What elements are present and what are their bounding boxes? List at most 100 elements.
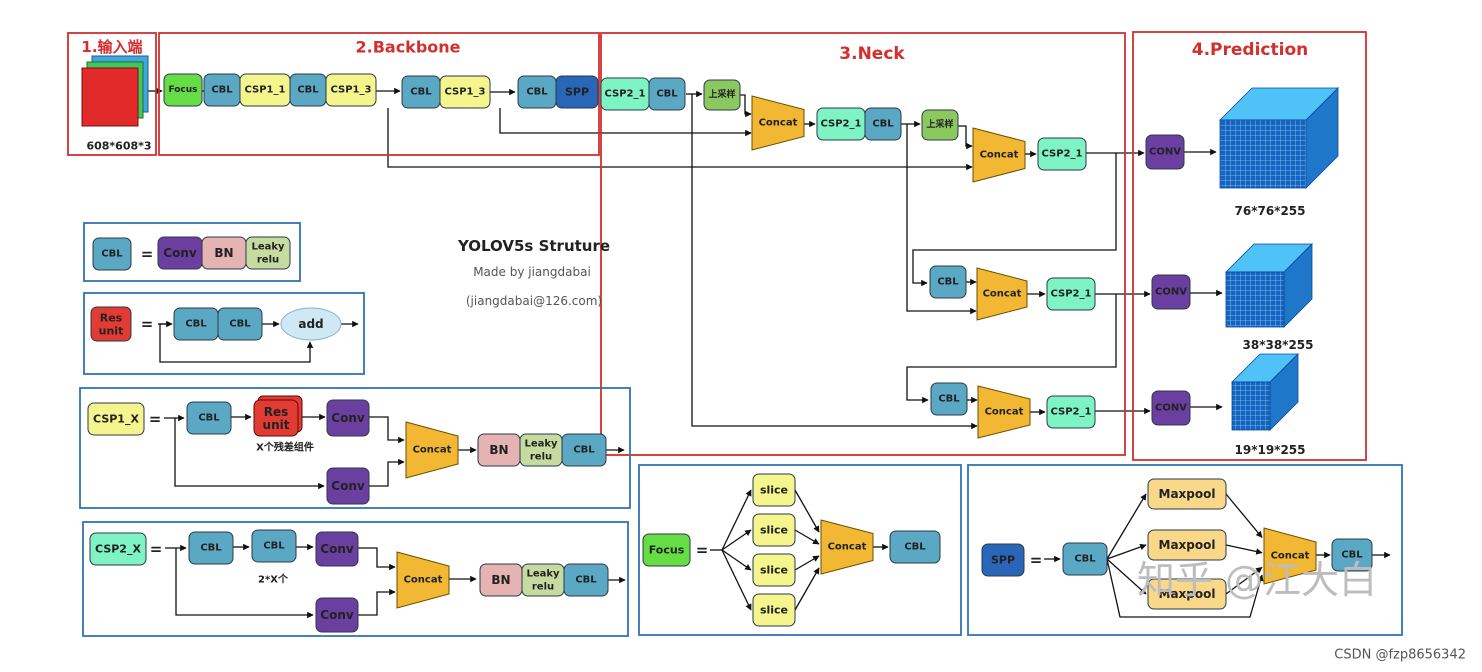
neck-csp2-1c (1037, 137, 1087, 171)
backbone-csp1-3b (439, 75, 491, 109)
output-76-label: 76*76*255 (1235, 204, 1306, 218)
legend-csp2-conv-1-label: Conv (320, 542, 354, 556)
connection-line (369, 458, 405, 487)
neck-concat-1 (751, 95, 805, 151)
backbone-csp1-3b-label: CSP1_3 (445, 87, 486, 98)
legend-csp1-conv-2-label: Conv (331, 479, 365, 493)
neck-csp2-1c-label: CSP2_1 (1042, 149, 1083, 160)
connection-line (1106, 543, 1147, 560)
legend-spp-equals: = (1030, 551, 1043, 569)
focus-legend-frame (638, 464, 962, 636)
legend-csp1-cbl-out (561, 433, 607, 467)
prediction-section-frame (1132, 31, 1367, 461)
legend-csp2-x (89, 532, 147, 566)
connection-line (721, 489, 752, 551)
legend-res-unit-label-top: Res (100, 312, 123, 325)
neck-concat-4-label: Concat (985, 407, 1024, 418)
legend-spp (981, 543, 1025, 577)
legend-spp-concat-label: Concat (1271, 551, 1310, 562)
legend-add-label: add (298, 317, 323, 331)
connection-line (387, 108, 973, 171)
connection-line (906, 294, 1117, 404)
csp1-legend-frame (79, 387, 631, 509)
legend-add-node (280, 307, 342, 341)
prediction-conv-2 (1151, 274, 1191, 310)
connection-line (1106, 558, 1147, 595)
neck-csp2-1e-label: CSP2_1 (1051, 407, 1092, 418)
input-section-title: 1.输入端 (81, 38, 142, 56)
legend-spp-maxpool-2-label: Maxpool (1159, 538, 1216, 552)
backbone-section-frame (158, 32, 600, 156)
neck-concat-3-label: Concat (983, 289, 1022, 300)
neck-concat-1-label: Concat (759, 118, 798, 129)
legend-spp-cbl-label: CBL (1074, 554, 1096, 565)
legend-spp-cbl-out (1331, 538, 1373, 572)
connection-line (1225, 493, 1263, 538)
legend-res-unit-label-bottom: unit (99, 325, 124, 338)
backbone-csp1-3a (325, 73, 377, 107)
connection-line (1225, 544, 1263, 555)
legend-focus-slice-3-label: slice (760, 564, 788, 577)
connection-line (794, 489, 820, 533)
legend-focus-slice-4 (752, 593, 796, 627)
connection-line (906, 124, 977, 315)
legend-spp-cbl (1062, 542, 1108, 576)
legend-csp2-x-label: CSP2_X (95, 543, 141, 556)
legend-cbl-leaky-relu-label-top: Leaky (251, 242, 285, 253)
legend-csp2-concat (396, 551, 450, 609)
neck-concat-4 (977, 385, 1031, 439)
connection-line (740, 94, 752, 118)
connection-line (499, 108, 752, 137)
backbone-csp1-1-label: CSP1_1 (245, 85, 286, 96)
upsample-block-2-label: 上采样 (926, 118, 953, 130)
legend-spp-maxpool-3-label: Maxpool (1159, 587, 1216, 601)
input-section-frame (67, 32, 157, 156)
neck-cbl-2 (864, 107, 902, 141)
focus-block-label: Focus (168, 85, 197, 95)
connection-line (794, 567, 820, 611)
legend-cbl-conv-label: Conv (163, 246, 197, 260)
neck-concat-3 (976, 267, 1028, 321)
output-tensor-38-front (1225, 271, 1285, 328)
legend-spp-maxpool-1-label: Maxpool (1159, 487, 1216, 501)
connection-line (721, 549, 752, 611)
legend-cbl-label: CBL (101, 249, 123, 260)
diagram-title: YOLOV5s Struture (457, 237, 610, 255)
neck-csp2-1b-label: CSP2_1 (821, 119, 862, 130)
connection-line (174, 418, 325, 490)
legend-csp1-cbl (186, 401, 232, 435)
section-frames (67, 31, 1403, 637)
legend-csp1-x-label: CSP1_X (93, 413, 139, 426)
legend-csp2-cbl-out (563, 563, 609, 597)
legend-spp-concat (1263, 527, 1317, 585)
residual-note: X个残差组件 (256, 441, 314, 454)
legend-res-cbl-2-label: CBL (229, 319, 251, 330)
legend-focus-slice-2 (752, 513, 796, 547)
neck-concat-2 (972, 127, 1026, 183)
connection-line (794, 529, 820, 545)
input-image-layer-red (81, 67, 139, 127)
connection-line (1106, 558, 1264, 618)
legend-csp2-cbl-2 (251, 529, 297, 563)
connection-line (1225, 566, 1263, 595)
legend-csp2-bn-label: BN (491, 573, 510, 587)
legend-csp2-conv-2 (315, 597, 359, 633)
author-credit: Made by jiangdabai (473, 265, 591, 279)
neck-cbl-3 (929, 265, 967, 299)
neck-csp2-1d-label: CSP2_1 (1051, 289, 1092, 300)
output-19-label: 19*19*255 (1235, 443, 1306, 457)
prediction-conv-1-label: CONV (1149, 147, 1181, 158)
legend-focus-slice-2-label: slice (760, 524, 788, 537)
prediction-conv-2-label: CONV (1155, 287, 1187, 298)
legend-csp1-equals: = (149, 410, 162, 428)
connection-line (721, 529, 752, 551)
connection-line (175, 548, 314, 619)
connection-lines (148, 87, 1391, 619)
legend-focus-cbl (889, 530, 941, 564)
legend-res-unit (90, 306, 132, 342)
connection-line (691, 94, 978, 430)
neck-cbl-3-label: CBL (937, 277, 959, 288)
legend-focus-slice-1-label: slice (760, 484, 788, 497)
